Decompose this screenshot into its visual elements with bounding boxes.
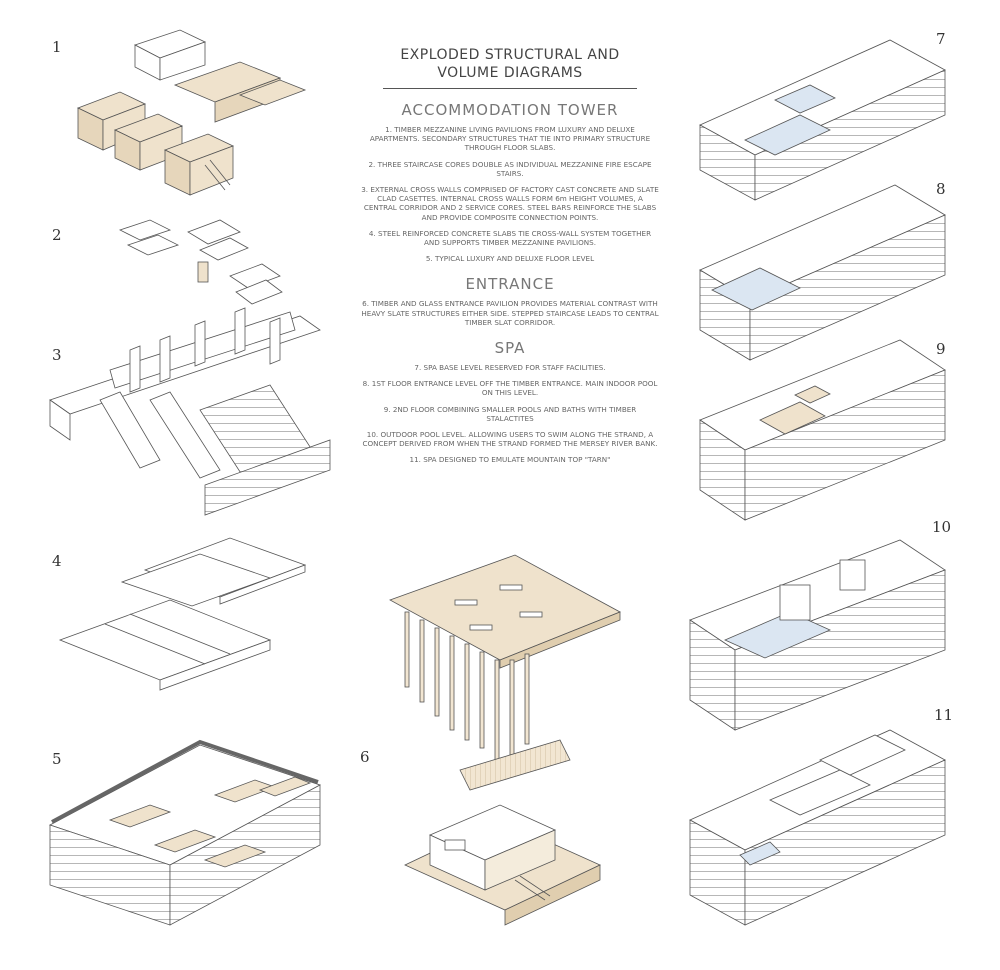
diagram-number-11: 11 [934, 706, 954, 724]
text-column: EXPLODED STRUCTURAL AND VOLUME DIAGRAMS … [360, 40, 660, 472]
diagram-7-spa-base [699, 39, 946, 201]
note-10: 10. OUTDOOR POOL LEVEL. ALLOWING USERS T… [362, 430, 658, 449]
note-11: 11. SPA DESIGNED TO EMULATE MOUNTAIN TOP… [409, 455, 611, 465]
note-5: 5. TYPICAL LUXURY AND DELUXE FLOOR LEVEL [425, 254, 595, 264]
diagram-number-2: 2 [52, 226, 62, 244]
note-9: 9. 2ND FLOOR COMBINING SMALLER POOLS AND… [383, 404, 637, 423]
section-title-entrance: ENTRANCE [465, 275, 555, 294]
main-title-line-1: EXPLODED STRUCTURAL AND [400, 47, 620, 63]
diagram-3-cross-walls [49, 307, 331, 516]
diagram-9-spa-second-floor [699, 339, 946, 521]
section-title-spa: SPA [494, 339, 526, 358]
diagram-number-4: 4 [52, 552, 62, 570]
diagram-number-5: 5 [52, 750, 62, 768]
note-8: 8. 1ST FLOOR ENTRANCE LEVEL OFF THE TIMB… [362, 379, 658, 398]
note-7: 7. SPA BASE LEVEL RESERVED FOR STAFF FAC… [414, 363, 606, 373]
diagram-4-floor-slabs [58, 537, 307, 691]
note-6: 6. TIMBER AND GLASS ENTRANCE PAVILION PR… [361, 299, 659, 327]
diagram-6-entrance-canopy [389, 554, 621, 761]
diagram-11-spa-tarn [689, 729, 946, 926]
main-title-line-2: VOLUME DIAGRAMS [437, 65, 583, 81]
diagram-8-spa-first-floor [699, 184, 946, 361]
diagram-5-typical-floor [48, 739, 322, 926]
diagram-number-9: 9 [936, 340, 946, 358]
diagram-number-10: 10 [932, 518, 952, 536]
diagram-1-timber-pavilions [76, 29, 307, 196]
diagram-2-staircase-cores [118, 219, 283, 305]
diagram-number-1: 1 [52, 38, 62, 56]
note-2: 2. THREE STAIRCASE CORES DOUBLE AS INDIV… [368, 159, 652, 178]
diagram-6-entrance-pavilion [404, 739, 601, 926]
note-3: 3. EXTERNAL CROSS WALLS COMPRISED OF FAC… [361, 185, 659, 222]
section-title-accommodation: ACCOMMODATION TOWER [401, 101, 619, 119]
diagram-number-7: 7 [936, 30, 946, 48]
note-4: 4. STEEL REINFORCED CONCRETE SLABS TIE C… [368, 228, 652, 248]
note-1: 1. TIMBER MEZZANINE LIVING PAVILIONS FRO… [369, 125, 651, 153]
diagram-number-8: 8 [936, 180, 946, 198]
title-rule [383, 88, 637, 89]
diagram-number-3: 3 [52, 346, 62, 364]
diagram-number-6: 6 [360, 748, 370, 766]
diagram-10-spa-outdoor-pool [689, 539, 946, 731]
